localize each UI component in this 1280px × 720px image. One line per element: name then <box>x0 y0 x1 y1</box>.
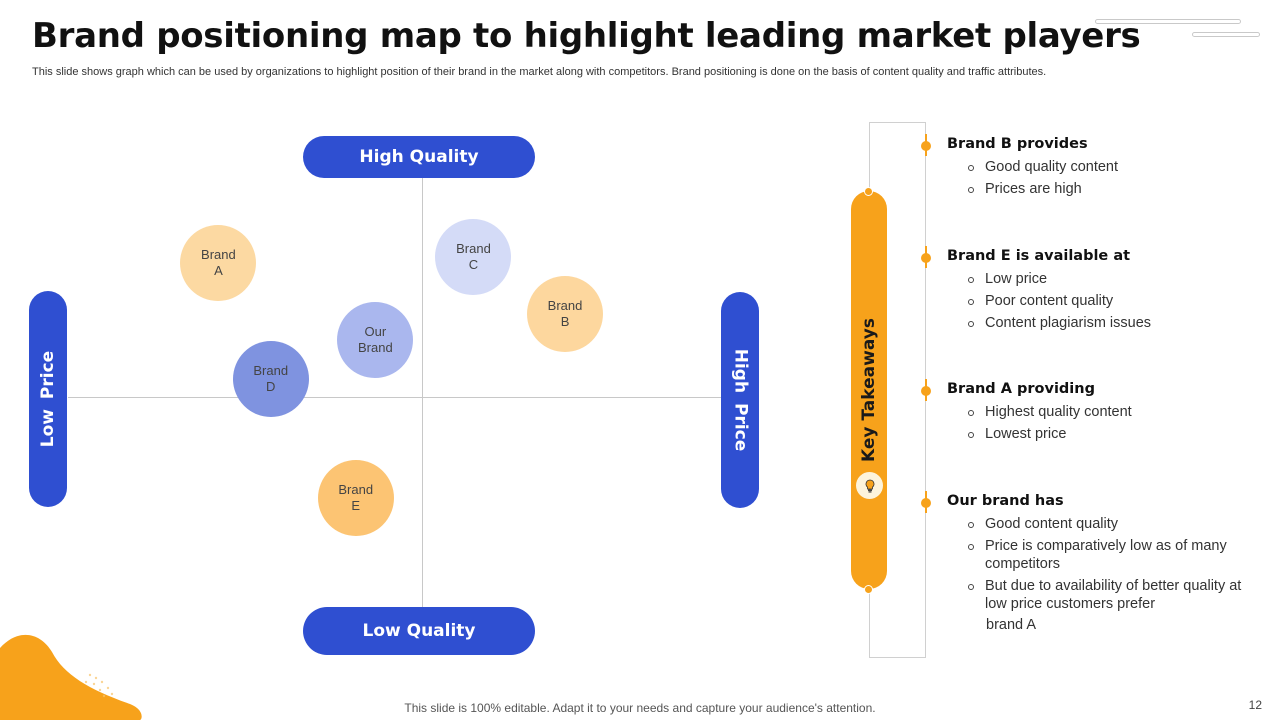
takeaway-point: Highest quality content <box>947 403 1247 421</box>
takeaway-point: Lowest price <box>947 425 1247 443</box>
brand-label: Brand D <box>253 363 288 395</box>
brand-label: Our Brand <box>358 324 393 356</box>
low-price-label: Low Price <box>29 291 67 507</box>
high-price-text: High Price <box>730 349 750 452</box>
footer-note: This slide is 100% editable. Adapt it to… <box>0 701 1280 715</box>
takeaway-point: Poor content quality <box>947 292 1247 310</box>
pill-top-dot <box>864 187 873 196</box>
brand-bubble: Brand D <box>233 341 309 417</box>
takeaway-point: But due to availability of better qualit… <box>947 577 1247 613</box>
takeaway-heading: Brand E is available at <box>947 248 1247 264</box>
vertical-axis-line <box>422 178 423 608</box>
low-price-text: Low Price <box>38 351 58 447</box>
takeaway-marker-dot <box>921 253 931 263</box>
takeaway-point: Content plagiarism issues <box>947 314 1247 332</box>
key-takeaways-text: Key Takeaways <box>859 318 879 462</box>
brand-label: Brand E <box>338 482 373 514</box>
takeaway-trailing-text: brand A <box>947 617 1247 633</box>
takeaway-point: Price is comparatively low as of many co… <box>947 537 1247 573</box>
takeaway-heading: Our brand has <box>947 493 1247 509</box>
brand-label: Brand C <box>456 241 491 273</box>
brand-bubble: Brand C <box>435 219 511 295</box>
decorative-line <box>1192 32 1260 37</box>
horizontal-axis-line <box>68 397 722 398</box>
takeaway-point: Good content quality <box>947 515 1247 533</box>
decorative-line <box>1095 19 1241 24</box>
page-number: 12 <box>1249 698 1262 712</box>
takeaway-heading: Brand B provides <box>947 136 1247 152</box>
lightbulb-icon <box>856 472 883 499</box>
takeaway-marker-dot <box>921 498 931 508</box>
takeaway-marker-dot <box>921 386 931 396</box>
page-title: Brand positioning map to highlight leadi… <box>32 16 1140 56</box>
pill-bottom-dot <box>864 585 873 594</box>
page-subtitle: This slide shows graph which can be used… <box>32 66 1232 78</box>
takeaway-heading: Brand A providing <box>947 381 1247 397</box>
brand-label: Brand A <box>201 247 236 279</box>
brand-bubble: Our Brand <box>337 302 413 378</box>
brand-label: Brand B <box>548 298 583 330</box>
takeaway-point: Low price <box>947 270 1247 288</box>
high-price-label: High Price <box>721 292 759 508</box>
takeaway-point: Good quality content <box>947 158 1247 176</box>
high-quality-label: High Quality <box>303 136 535 178</box>
brand-bubble: Brand A <box>180 225 256 301</box>
low-quality-label: Low Quality <box>303 607 535 655</box>
brand-bubble: Brand E <box>318 460 394 536</box>
brand-bubble: Brand B <box>527 276 603 352</box>
takeaway-marker-dot <box>921 141 931 151</box>
takeaway-point: Prices are high <box>947 180 1247 198</box>
